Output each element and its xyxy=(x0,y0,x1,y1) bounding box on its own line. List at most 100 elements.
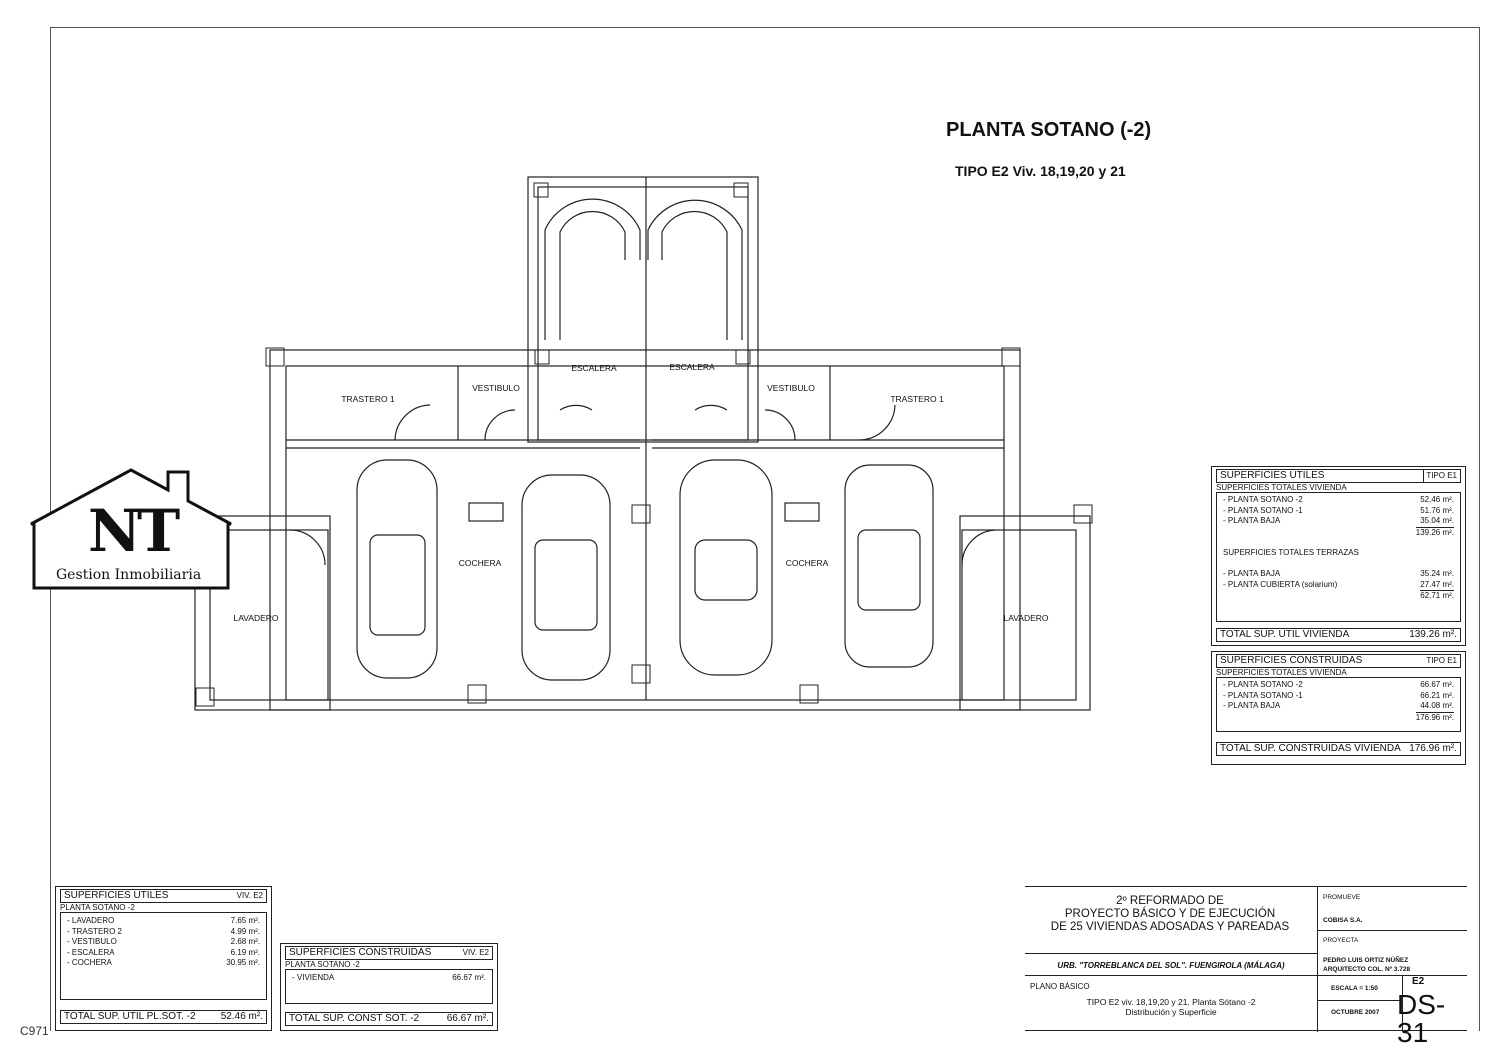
location: URB. "TORREBLANCA DEL SOL". FUENGIROLA (… xyxy=(1057,961,1285,970)
row-value: 51.76 m². xyxy=(1420,505,1454,515)
car-icon xyxy=(521,474,611,681)
row-label: - PLANTA BAJA xyxy=(1223,701,1281,710)
logo-letters: NT xyxy=(88,497,180,565)
row-value: 66.21 m². xyxy=(1420,690,1454,700)
promueve-label: PROMUEVE xyxy=(1323,894,1361,901)
scale: ESCALA = 1:50 xyxy=(1331,985,1378,992)
row-value: 35.04 m². xyxy=(1420,516,1454,525)
row-label: - LAVADERO xyxy=(67,916,115,925)
subtotal: 139.26 m². xyxy=(1415,526,1454,537)
architect-number: ARQUITECTO COL. Nº 3.728 xyxy=(1323,965,1411,973)
table-row: - PLANTA SOTANO -2 66.67 m². xyxy=(1223,680,1454,691)
room-label-lavadero-left: LAVADERO xyxy=(233,613,279,623)
row-label: - PLANTA CUBIERTA (solarium) xyxy=(1223,579,1338,589)
row-value: 44.08 m². xyxy=(1420,701,1454,710)
table-header: SUPERFICIES CONSTRUIDAS xyxy=(289,947,432,958)
subtotal: 176.96 m². xyxy=(1415,711,1454,722)
title-block: 2º REFORMADO DE PROYECTO BÁSICO Y DE EJE… xyxy=(1025,886,1467,1047)
promoter: COBISA S.A. xyxy=(1323,917,1363,924)
plano-label: PLANO BÁSICO xyxy=(1030,982,1090,991)
row-value: 66.67 m². xyxy=(452,973,486,982)
total-label: TOTAL SUP. CONSTRUIDAS VIVIENDA xyxy=(1220,743,1401,754)
total-label: TOTAL SUP. UTIL PL.SOT. -2 xyxy=(64,1011,196,1022)
row-value: 7.65 m². xyxy=(230,916,260,925)
table-header: SUPERFICIES UTILES xyxy=(64,890,169,901)
row-value: 35.24 m². xyxy=(1420,569,1454,578)
row-label: - TRASTERO 2 xyxy=(67,926,122,936)
tipo-label: TIPO E1 xyxy=(1426,656,1457,665)
plan-title: PLANTA SOTANO (-2) xyxy=(946,119,1152,141)
row-value: 52.46 m². xyxy=(1420,495,1454,504)
row-label: - PLANTA BAJA xyxy=(1223,569,1281,578)
corner-code: C971 xyxy=(20,1024,49,1038)
row-label: - PLANTA SOTANO -2 xyxy=(1223,495,1303,504)
room-label-cochera-right: COCHERA xyxy=(785,558,829,568)
total-label: TOTAL SUP. CONST SOT. -2 xyxy=(289,1013,420,1024)
room-label-vestibulo-left: VESTIBULO xyxy=(472,383,520,393)
project-line-2: PROYECTO BÁSICO Y DE EJECUCIÓN xyxy=(1064,908,1276,920)
section-label: SUPERFICIES TOTALES VIVIENDA xyxy=(1216,668,1347,677)
table-row: - PLANTA SOTANO -2 52.46 m². xyxy=(1223,495,1454,506)
company-logo: NT Gestion Inmobiliaria xyxy=(28,466,233,591)
table-row: - COCHERA 30.95 m². xyxy=(67,958,260,969)
table-row: - PLANTA CUBIERTA (solarium) 27.47 m². xyxy=(1223,580,1454,591)
architect-name: PEDRO LUIS ORTIZ NÚÑEZ xyxy=(1323,957,1409,964)
section-label: PLANTA SOTANO -2 xyxy=(285,960,360,969)
logo-text: Gestion Inmobiliaria xyxy=(56,567,202,583)
section-label: SUPERFICIES TOTALES TERRAZAS xyxy=(1223,548,1359,557)
row-label: - PLANTA BAJA xyxy=(1223,516,1281,525)
row-value: 27.47 m². xyxy=(1420,579,1454,589)
room-label-vestibulo-right: VESTIBULO xyxy=(767,383,815,393)
row-label: - PLANTA SOTANO -1 xyxy=(1223,690,1303,700)
room-label-cochera-left: COCHERA xyxy=(458,558,502,568)
project-line-1: 2º REFORMADO DE xyxy=(1116,895,1224,907)
project-line-3: DE 25 VIVIENDAS ADOSADAS Y PAREADAS xyxy=(1050,921,1290,933)
table-row: - PLANTA BAJA 35.04 m². xyxy=(1223,516,1454,527)
total-label: TOTAL SUP. UTIL VIVIENDA xyxy=(1220,629,1350,640)
car-icon xyxy=(356,459,438,679)
sheet-number: DS-31 xyxy=(1397,989,1446,1048)
room-label-trastero-right: TRASTERO 1 xyxy=(890,394,944,404)
row-label: - ESCALERA xyxy=(67,947,115,957)
room-label-lavadero-right: LAVADERO xyxy=(1003,613,1049,623)
total-value: 139.26 m². xyxy=(1409,629,1457,640)
superficies-utiles-table: SUPERFICIES UTILES TIPO E1 SUPERFICIES TO… xyxy=(1211,466,1466,646)
car-icon xyxy=(679,459,773,676)
section-label: SUPERFICIES TOTALES VIVIENDA xyxy=(1216,483,1347,492)
stair-tower-wall xyxy=(527,176,759,443)
table-row: - TRASTERO 2 4.99 m². xyxy=(67,927,260,938)
plan-description-2: Distribución y Superficie xyxy=(1125,1007,1217,1017)
total-value: 52.46 m². xyxy=(220,1011,263,1022)
total-value: 66.67 m². xyxy=(446,1013,489,1024)
plan-subtitle: TIPO E2 Viv. 18,19,20 y 21 xyxy=(955,163,1126,179)
tipo-label: TIPO E1 xyxy=(1423,470,1457,482)
row-value: 2.68 m². xyxy=(230,937,260,946)
row-label: - COCHERA xyxy=(67,958,112,967)
table-row: - ESCALERA 6.19 m². xyxy=(67,948,260,959)
subtotal: 62.71 m². xyxy=(1420,590,1454,600)
row-value: 66.67 m². xyxy=(1420,680,1454,689)
car-icon xyxy=(844,464,934,668)
type-code: E2 xyxy=(1412,976,1425,987)
total-value: 176.96 m². xyxy=(1409,743,1457,754)
plan-description: TIPO E2 viv. 18,19,20 y 21. Planta Sótan… xyxy=(1086,997,1256,1007)
tipo-label: VIV. E2 xyxy=(236,891,263,900)
table-row: - LAVADERO 7.65 m². xyxy=(67,916,260,927)
date: OCTUBRE 2007 xyxy=(1331,1009,1380,1016)
row-label: - PLANTA SOTANO -2 xyxy=(1223,680,1303,689)
house-logo-icon xyxy=(30,468,232,590)
table-row: - PLANTA SOTANO -1 66.21 m². xyxy=(1223,691,1454,702)
room-label-escalera-left: ESCALERA xyxy=(571,363,617,373)
table-header: SUPERFICIES UTILES xyxy=(1220,470,1325,481)
row-value: 30.95 m². xyxy=(226,958,260,967)
row-value: 6.19 m². xyxy=(230,947,260,957)
left-construidas-table: SUPERFICIES CONSTRUIDAS VIV. E2 PLANTA SO… xyxy=(280,943,498,1031)
tipo-label: VIV. E2 xyxy=(462,948,489,957)
row-value: 4.99 m². xyxy=(230,926,260,936)
